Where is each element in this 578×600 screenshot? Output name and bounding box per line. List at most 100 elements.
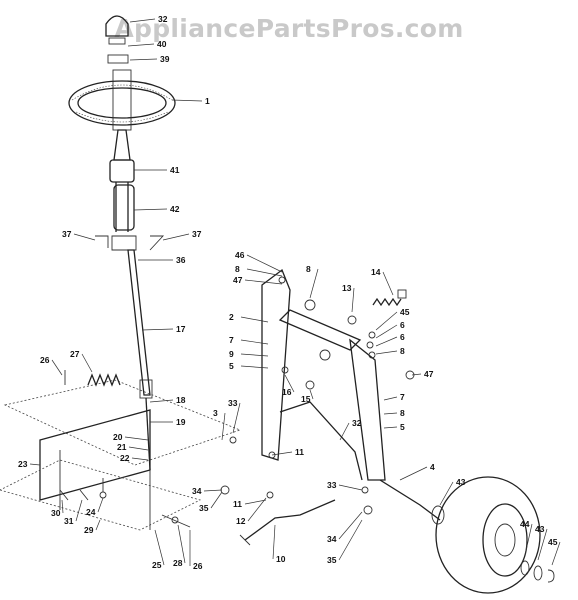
callout-34: 34 — [327, 534, 337, 544]
callout-leader — [171, 99, 203, 102]
callout-25: 25 — [152, 560, 162, 570]
callout-leader — [383, 426, 398, 429]
callout-leader — [439, 481, 454, 506]
steering-cap — [105, 15, 129, 64]
callout-15: 15 — [301, 394, 311, 404]
callout-leader — [411, 373, 422, 376]
callout-leader — [351, 287, 355, 313]
callout-31: 31 — [64, 516, 74, 526]
callout-leader — [97, 497, 104, 513]
callout-leader — [375, 311, 398, 331]
callout-35: 35 — [199, 503, 209, 513]
callout-36: 36 — [176, 255, 186, 265]
callout-6: 6 — [400, 320, 405, 330]
callout-41: 41 — [170, 165, 180, 175]
axle-spring — [372, 289, 407, 307]
callout-37: 37 — [62, 229, 72, 239]
callout-7: 7 — [400, 392, 405, 402]
callout-26: 26 — [40, 355, 50, 365]
callout-42: 42 — [170, 204, 180, 214]
callout-43: 43 — [535, 524, 545, 534]
callout-19: 19 — [176, 417, 186, 427]
callout-14: 14 — [371, 267, 381, 277]
callout-33: 33 — [228, 398, 238, 408]
callout-leader — [244, 499, 267, 505]
callout-leader — [240, 353, 269, 357]
callout-3: 3 — [213, 408, 218, 418]
callout-18: 18 — [176, 395, 186, 405]
callout-leader — [162, 233, 190, 241]
callout-leader — [399, 466, 428, 481]
mount-brackets — [95, 235, 165, 251]
front-wheel — [431, 476, 555, 594]
callout-leader — [133, 208, 168, 211]
callout-6: 6 — [400, 332, 405, 342]
callout-leader — [240, 365, 269, 369]
callout-leader — [141, 328, 174, 331]
callout-leader — [129, 18, 156, 23]
callout-leader — [382, 271, 394, 296]
callout-leader — [73, 233, 96, 241]
callout-45: 45 — [400, 307, 410, 317]
frame-plate — [0, 379, 242, 531]
callout-10: 10 — [276, 554, 286, 564]
callout-34: 34 — [192, 486, 202, 496]
callout-47: 47 — [424, 369, 434, 379]
callout-1: 1 — [205, 96, 210, 106]
callout-23: 23 — [18, 459, 28, 469]
callout-leader — [240, 339, 269, 345]
callout-leader — [131, 457, 149, 461]
callout-46: 46 — [235, 250, 245, 260]
callout-35: 35 — [327, 555, 337, 565]
callout-leader — [128, 446, 149, 451]
tie-rod — [239, 499, 336, 546]
callout-20: 20 — [113, 432, 123, 442]
callout-leader — [51, 359, 63, 376]
callout-leader — [124, 436, 149, 441]
callout-39: 39 — [160, 54, 170, 64]
callout-leader — [75, 499, 83, 522]
callout-8: 8 — [400, 346, 405, 356]
callout-16: 16 — [282, 387, 292, 397]
callout-5: 5 — [229, 361, 234, 371]
drag-link — [279, 401, 363, 481]
callout-8: 8 — [400, 408, 405, 418]
callout-leader — [247, 497, 267, 522]
callout-12: 12 — [236, 516, 246, 526]
callout-22: 22 — [120, 453, 130, 463]
callout-leader — [149, 399, 174, 403]
callout-leader — [29, 463, 41, 466]
callout-4: 4 — [430, 462, 435, 472]
callout-26: 26 — [193, 561, 203, 571]
callout-leader — [61, 499, 64, 514]
callout-leader — [375, 336, 398, 347]
callout-leader — [177, 524, 186, 564]
callout-leader — [129, 58, 158, 61]
callout-leader — [338, 484, 363, 491]
frame-hardware — [59, 370, 191, 528]
column-bellows — [109, 129, 137, 251]
callout-43: 43 — [456, 477, 466, 487]
spindle-hardware — [220, 315, 415, 515]
callout-leader — [210, 491, 223, 509]
callout-40: 40 — [157, 39, 167, 49]
callout-32: 32 — [158, 14, 168, 24]
callout-leader — [154, 529, 165, 566]
steering-arm — [261, 268, 316, 461]
callout-leader — [246, 268, 283, 277]
callout-33: 33 — [327, 480, 337, 490]
callout-leader — [338, 511, 363, 540]
callout-leader — [95, 519, 101, 531]
callout-leader — [81, 353, 93, 373]
callout-7: 7 — [229, 335, 234, 345]
callout-45: 45 — [548, 537, 558, 547]
callout-leader — [246, 254, 283, 273]
callout-leader — [309, 389, 314, 400]
callout-leader — [524, 523, 533, 556]
callout-28: 28 — [173, 558, 183, 568]
callout-leader — [221, 412, 226, 441]
callout-8: 8 — [306, 264, 311, 274]
callout-37: 37 — [192, 229, 202, 239]
